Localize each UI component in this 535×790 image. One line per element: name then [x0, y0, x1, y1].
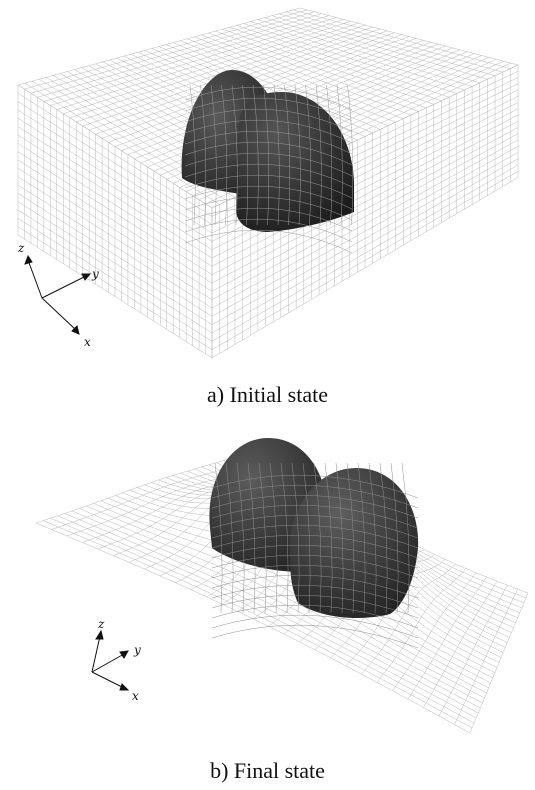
initial-state-diagram: z y x	[17, 7, 519, 359]
axis-label-y: y	[91, 267, 99, 281]
panel-final-state: z y x	[0, 418, 535, 748]
axis-label-z: z	[97, 617, 105, 631]
axis-label-z: z	[17, 241, 25, 255]
final-state-diagram: z y x	[35, 438, 529, 734]
panel-initial-state: z y x	[0, 0, 535, 372]
axis-label-x: x	[132, 689, 139, 703]
axis-label-y: y	[133, 643, 141, 657]
body-right	[236, 92, 354, 232]
caption-initial-state: a) Initial state	[207, 382, 328, 407]
elastic-bodies	[181, 70, 354, 254]
axes-triad	[91, 629, 130, 691]
axis-label-x: x	[84, 335, 91, 349]
axes-triad	[24, 254, 92, 335]
elastic-bodies	[209, 438, 419, 649]
caption-final-state: b) Final state	[210, 758, 325, 783]
